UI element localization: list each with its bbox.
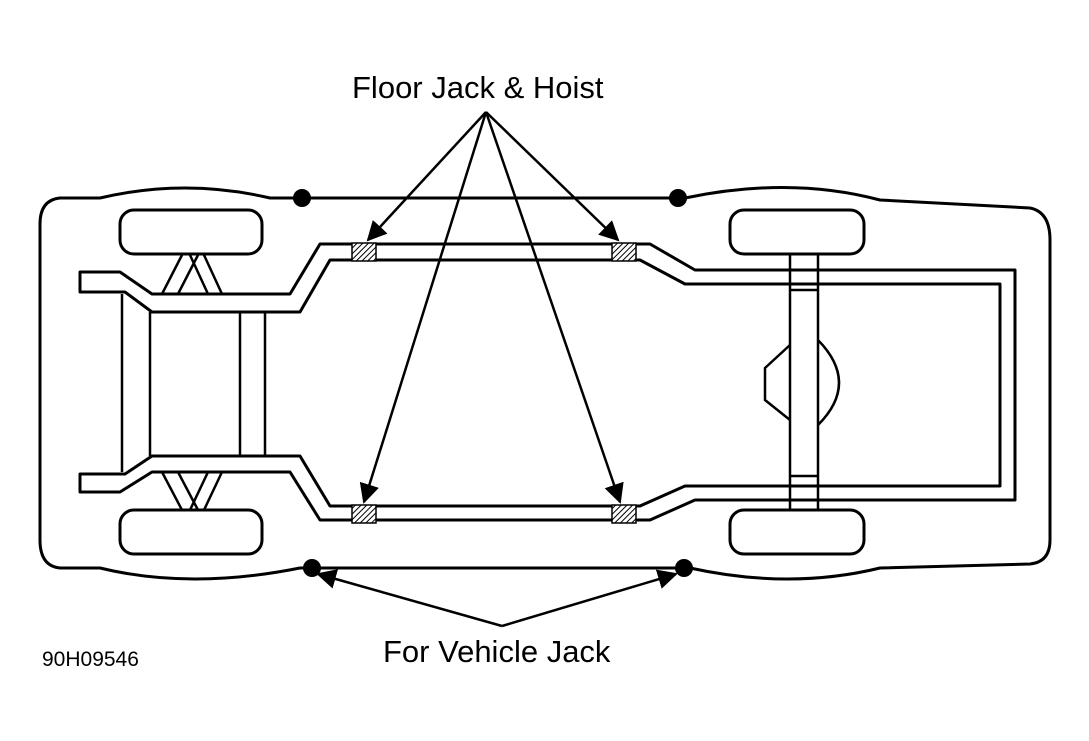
- arrow-jack-rear: [501, 569, 678, 628]
- frame-rail-top: [78, 242, 1017, 522]
- front-suspension-bottom: [160, 471, 224, 511]
- hoist-pad-rear-left: [611, 242, 637, 262]
- arrow-hoist-rear-left: [485, 111, 620, 242]
- front-crossmember: [120, 294, 267, 472]
- front-suspension-top: [160, 254, 224, 295]
- rear-left-tire: [728, 208, 866, 256]
- differential: [763, 339, 841, 426]
- front-right-tire: [118, 508, 264, 556]
- floor-jack-hoist-label: Floor Jack & Hoist: [352, 70, 604, 105]
- arrow-hoist-rear-right: [484, 111, 624, 504]
- jack-point-rear-left: [669, 189, 687, 207]
- rear-axle: [788, 254, 820, 510]
- rear-right-tire: [728, 508, 866, 556]
- arrow-hoist-front-right: [359, 111, 488, 504]
- front-left-tire: [118, 208, 264, 256]
- hoist-pad-rear-right: [611, 504, 637, 524]
- vehicle-jack-label: For Vehicle Jack: [383, 634, 611, 669]
- arrow-hoist-front-left: [366, 111, 487, 242]
- arrow-jack-front: [316, 569, 503, 628]
- jack-point-front-left: [293, 189, 311, 207]
- hoist-pad-front-right: [351, 504, 377, 524]
- hoist-pad-front-left: [351, 242, 377, 262]
- figure-id-label: 90H09546: [42, 648, 139, 671]
- jack-point-rear-right: [675, 559, 693, 577]
